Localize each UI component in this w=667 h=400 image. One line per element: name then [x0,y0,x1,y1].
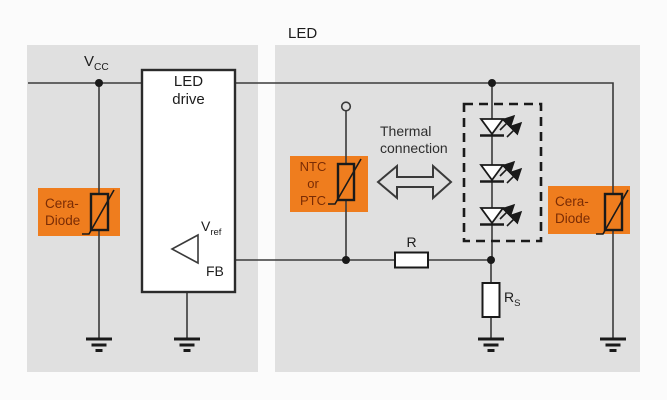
junction-dot [95,79,103,87]
thermistor-icon [328,158,362,205]
opamp-triangle-icon [170,233,199,265]
cera-left-line1: Cera- [45,196,79,211]
ntc-label-line2: or [307,176,319,191]
varistor-icon-right [596,189,629,235]
resistor-rs-symbol [481,282,501,318]
cera-right-line2: Diode [555,211,591,226]
resistor-rs-label: RS [504,289,520,309]
led-drive-label: LED drive [142,73,235,109]
fb-label: FB [206,263,224,279]
junction-dot [487,256,495,264]
ntc-label-line3: PTC [300,193,326,208]
led-drive-line1: LED [173,73,204,90]
led-icon [479,203,523,227]
vcc-sub: CC [94,62,109,73]
varistor-icon-left [82,189,115,235]
ground-icon [174,337,200,352]
thermal-line1: Thermal [380,123,432,139]
wire-vcc-rail-right [235,82,614,194]
resistor-r-symbol [394,251,429,269]
rs-base: R [504,289,515,305]
led-section-text: LED [288,25,318,42]
ntc-label-line1: NTC [299,159,327,174]
ground-icon [86,337,112,352]
led-section-title: LED [288,25,317,42]
rs-sub: S [514,297,521,309]
thermal-line2: connection [380,140,448,156]
vcc-label: VCC [84,53,109,73]
ground-icon [600,337,626,352]
cera-left-line2: Diode [45,213,81,228]
junction-dot [488,79,496,87]
cera-diode-box-left: Cera- Diode [38,188,120,236]
r-text: R [406,234,417,250]
led-group-dashed-box [462,102,543,243]
led-icon [479,114,523,138]
thermal-connection-label: Thermal connection [380,123,448,157]
resistor-r-label: R [395,234,428,250]
led-icons [479,114,523,227]
fb-text: FB [206,263,224,279]
junction-dots [95,79,496,264]
terminal-circle-icon [340,101,352,112]
ground-icons [86,337,626,352]
led-drive-line2: drive [172,91,205,108]
vcc-base: V [84,53,95,70]
thermal-arrow-icon [376,163,453,201]
cera-right-line1: Cera- [555,194,589,209]
vref-sub: ref [210,226,222,238]
led-icon [479,160,523,184]
junction-dot [342,256,350,264]
wires [28,82,614,339]
vref-base: V [201,218,211,234]
ground-icon [478,337,504,352]
vref-label: Vref [201,218,221,238]
